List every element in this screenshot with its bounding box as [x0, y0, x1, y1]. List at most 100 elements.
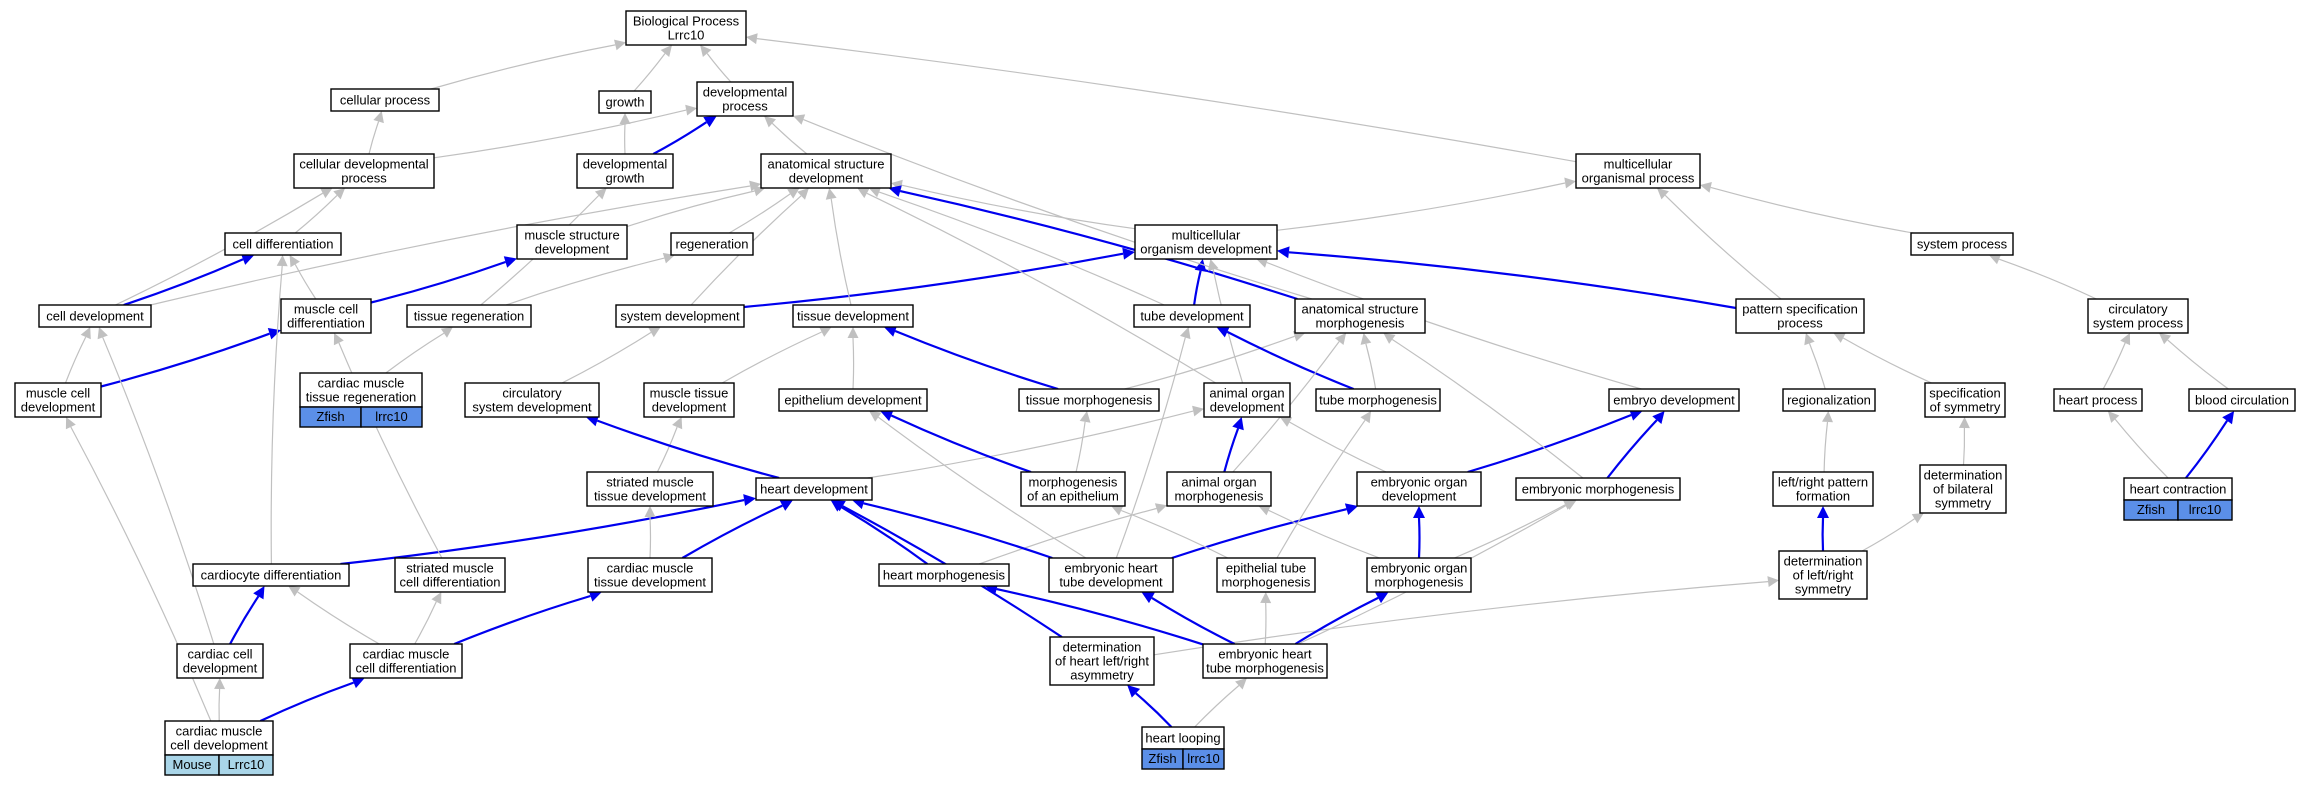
- node-label: morphogenesis: [1316, 316, 1405, 331]
- node-label: heart contraction: [2130, 482, 2227, 497]
- edge-embryonic-heart-tube-development-to-epithelium-development: [877, 416, 1087, 559]
- arrowhead: [644, 506, 656, 517]
- node-tissue-regeneration[interactable]: tissue regeneration: [406, 304, 532, 328]
- edge-growth-to-root: [633, 53, 666, 92]
- edge-animal-organ-development-to-anatomical-structure-development: [866, 192, 1217, 384]
- node-cell-development[interactable]: cell development: [38, 304, 152, 328]
- arrowhead: [1277, 246, 1290, 259]
- node-label: determination: [1784, 554, 1863, 569]
- edge-left-right-pattern-formation-to-regionalization: [1823, 421, 1829, 473]
- arrowhead: [2222, 411, 2235, 425]
- node-tissue-morphogenesis[interactable]: tissue morphogenesis: [1018, 388, 1160, 412]
- node-regionalization[interactable]: regionalization: [1782, 388, 1876, 412]
- node-heart-process[interactable]: heart process: [2053, 388, 2143, 412]
- arrowhead: [672, 417, 683, 430]
- node-label: cell differentiation: [356, 661, 457, 676]
- node-regeneration[interactable]: regeneration: [670, 232, 754, 256]
- arrowhead: [1804, 333, 1815, 346]
- node-label: cardiac muscle: [363, 647, 450, 662]
- node-tube-morphogenesis[interactable]: tube morphogenesis: [1315, 388, 1441, 412]
- arrowhead: [1833, 333, 1846, 343]
- node-heart-morphogenesis[interactable]: heart morphogenesis: [878, 563, 1010, 587]
- node-epithelium-development[interactable]: epithelium development: [778, 388, 928, 412]
- node-tube-development[interactable]: tube development: [1133, 304, 1251, 328]
- arrowhead: [1375, 592, 1389, 604]
- node-label: system process: [1917, 237, 2008, 252]
- node-cellular-process[interactable]: cellular process: [330, 88, 440, 112]
- edge-heart-development-to-circulatory-system-development: [596, 419, 780, 480]
- node-label: cell development: [46, 309, 144, 324]
- node-tissue-development[interactable]: tissue development: [792, 304, 914, 328]
- node-growth[interactable]: growth: [598, 90, 652, 114]
- edge-pattern-specification-process-to-multicellular-organismal-process: [1664, 194, 1782, 300]
- arrowhead: [1817, 506, 1829, 518]
- node-system-process[interactable]: system process: [1910, 232, 2014, 256]
- edge-muscle-cell-development-to-cell-development: [64, 336, 87, 384]
- node-label: epithelium development: [784, 393, 922, 408]
- arrowhead: [1141, 592, 1155, 604]
- arrowhead: [253, 586, 265, 600]
- node-label: cardiac muscle: [176, 724, 263, 739]
- node-box: [586, 471, 714, 507]
- edge-cardiac-muscle-tissue-regeneration-to-tissue-regeneration: [385, 332, 445, 374]
- edge-heart-contraction-to-blood-circulation: [2185, 420, 2229, 479]
- node-box: [1910, 232, 2014, 256]
- node-label: development: [183, 661, 258, 676]
- node-embryonic-morphogenesis[interactable]: embryonic morphogenesis: [1515, 477, 1681, 501]
- node-cell-differentiation[interactable]: cell differentiation: [224, 232, 342, 256]
- arrowhead: [746, 33, 758, 45]
- node-box: [760, 153, 892, 189]
- node-label: tube development: [1059, 575, 1163, 590]
- node-cardiocyte-differentiation[interactable]: cardiocyte differentiation: [192, 563, 350, 587]
- edge-epithelium-development-to-tissue-development: [852, 337, 855, 390]
- node-embryo-development[interactable]: embryo development: [1608, 388, 1740, 412]
- node-box: [1366, 557, 1472, 593]
- node-blood-circulation[interactable]: blood circulation: [2188, 388, 2296, 412]
- node-system-development[interactable]: system development: [615, 304, 745, 328]
- node-box: [516, 224, 628, 260]
- node-label: determination: [1924, 468, 2003, 483]
- arrowhead: [700, 45, 712, 57]
- node-heart-development[interactable]: heart development: [755, 477, 873, 501]
- node-label: development: [21, 400, 96, 415]
- node-label: cell development: [170, 738, 268, 753]
- node-box: [1778, 550, 1868, 600]
